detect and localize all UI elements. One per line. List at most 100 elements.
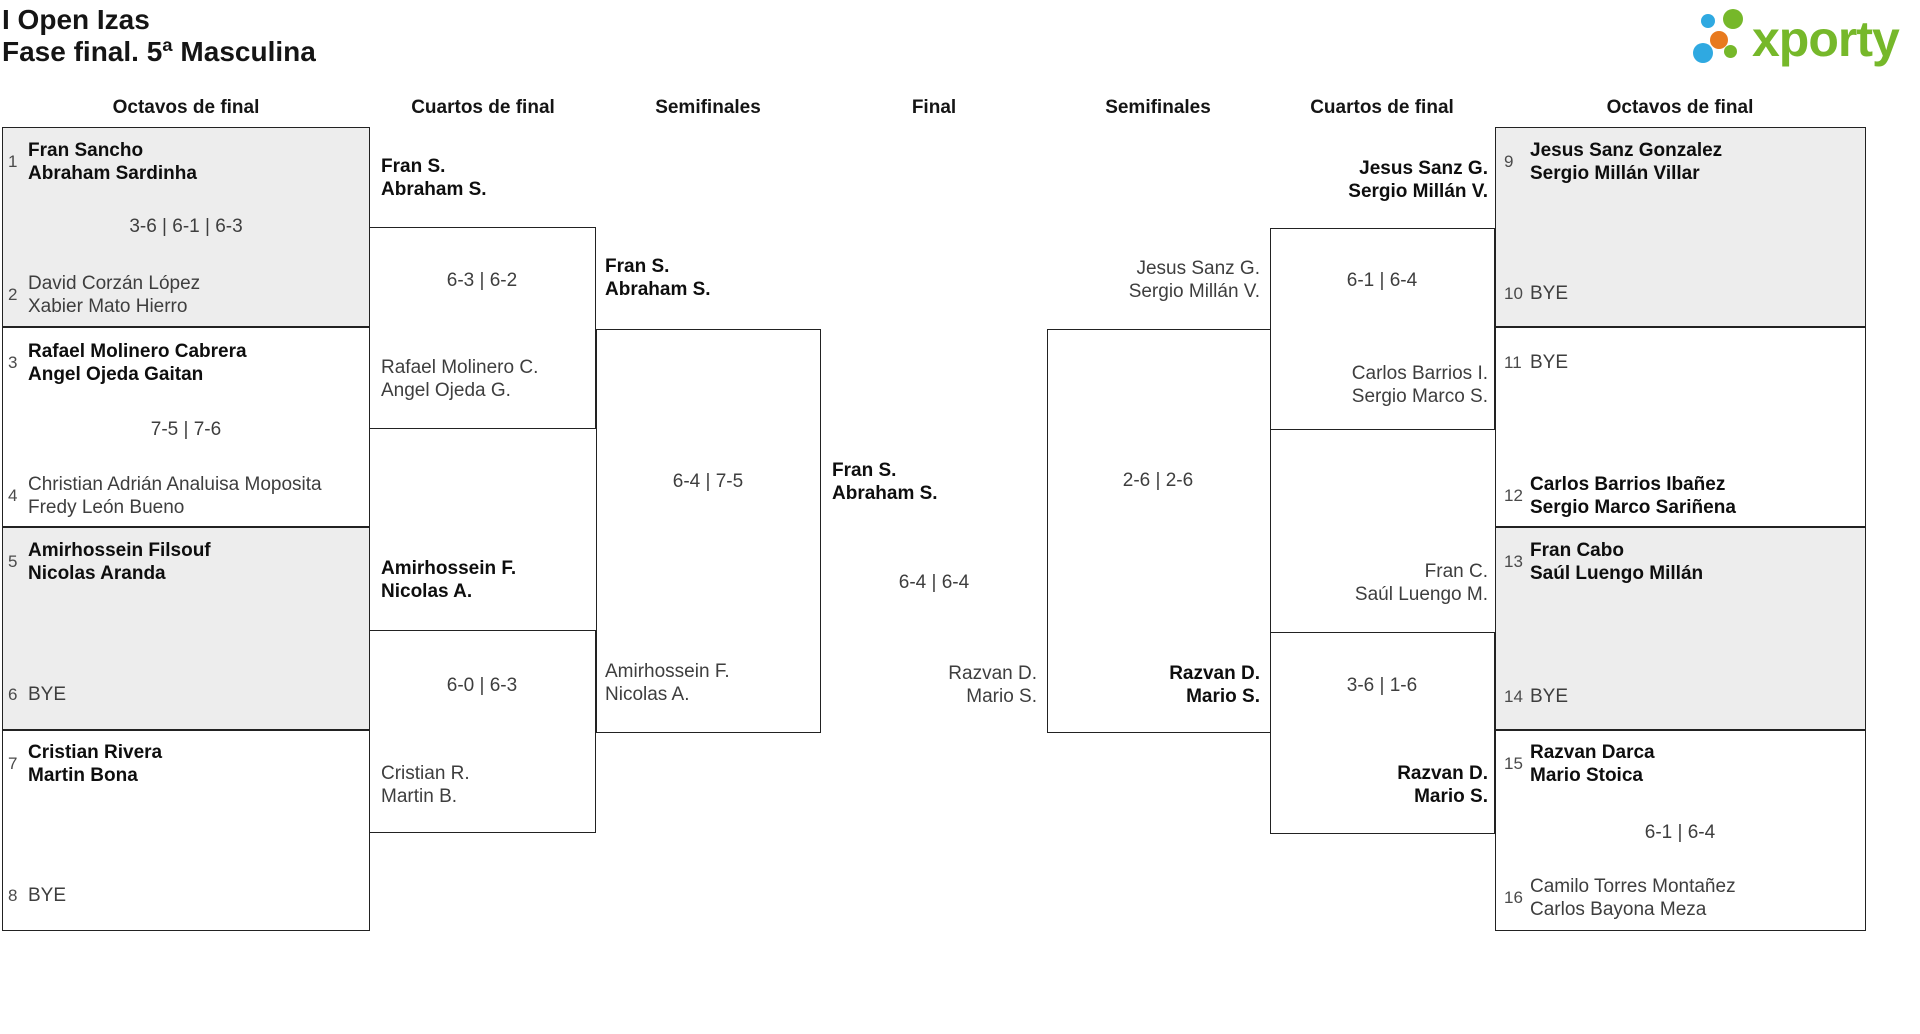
player-name: Saúl Luengo Millán (1530, 563, 1704, 584)
seed-number: 3 (8, 353, 18, 372)
player-name: Angel Ojeda Gaitan (28, 364, 204, 385)
column-header-octavos-right: Octavos de final (1606, 97, 1754, 118)
player-name: Fran Sancho (28, 140, 144, 161)
player-name: Mario S. (1186, 686, 1260, 707)
player-name: David Corzán López (28, 273, 201, 294)
player-name: Jesus Sanz G. (1136, 258, 1260, 279)
column-header-semis-right: Semifinales (1105, 97, 1211, 118)
player-name: Mario S. (966, 686, 1037, 707)
tournament-name: I Open Izas (2, 4, 150, 35)
team-pair-semifinal-left-loser: Amirhossein F. Nicolas A. (605, 660, 730, 706)
team-slot-seed-9: 9 Jesus Sanz Gonzalez Sergio Millán Vill… (1504, 139, 1722, 185)
seed-number: 13 (1504, 552, 1523, 571)
player-name: Saúl Luengo M. (1354, 584, 1488, 605)
seed-number: 4 (8, 486, 18, 505)
match-box-cuartos-left-2 (369, 630, 596, 833)
seed-number: 10 (1504, 284, 1523, 303)
seed-number: 6 (8, 685, 18, 704)
player-name: Jesus Sanz Gonzalez (1530, 140, 1723, 161)
player-name: Nicolas A. (381, 581, 473, 602)
team-pair-cuartos-left-2-loser: Cristian R. Martin B. (381, 762, 470, 808)
logo-dot-icon (1724, 45, 1737, 58)
player-name: Mario S. (1414, 786, 1488, 807)
column-header-cuartos-left: Cuartos de final (411, 97, 555, 118)
team-slot-seed-11: 11 BYE (1504, 352, 1568, 374)
team-slot-seed-16: 16 Camilo Torres Montañez Carlos Bayona … (1504, 875, 1736, 921)
match-box-cuartos-left-1 (369, 227, 596, 429)
team-pair-cuartos-left-1-loser: Rafael Molinero C. Angel Ojeda G. (381, 356, 538, 402)
match-score: 3-6 | 1-6 (1346, 675, 1418, 696)
bye-label: BYE (28, 684, 67, 705)
player-name: Christian Adrián Analuisa Moposita (28, 474, 322, 495)
player-name: Cristian R. (381, 763, 470, 784)
team-slot-seed-2: 2 David Corzán López Xabier Mato Hierro (8, 272, 200, 318)
player-name: Rafael Molinero Cabrera (28, 341, 247, 362)
column-header-semis-left: Semifinales (655, 97, 761, 118)
seed-number: 9 (1504, 152, 1514, 171)
seed-number: 7 (8, 754, 18, 773)
seed-number: 1 (8, 152, 18, 171)
player-name: Martin Bona (28, 765, 138, 786)
logo-dot-icon (1693, 43, 1713, 63)
team-slot-seed-12: 12 Carlos Barrios Ibañez Sergio Marco Sa… (1504, 473, 1736, 519)
team-pair-semifinal-left-winner: Fran S. Abraham S. (605, 255, 711, 301)
seed-number: 12 (1504, 486, 1523, 505)
match-box-octavos-right-4 (1495, 730, 1866, 931)
team-slot-seed-5: 5 Amirhossein Filsouf Nicolas Aranda (8, 539, 211, 585)
player-name: Abraham S. (605, 279, 711, 300)
player-name: Martin B. (381, 786, 458, 807)
phase-name: Fase final. 5ª Masculina (2, 36, 316, 67)
player-name: Nicolas Aranda (28, 563, 166, 584)
team-pair-semifinal-right-loser: Jesus Sanz G. Sergio Millán V. (1129, 257, 1260, 303)
bye-label: BYE (1530, 686, 1569, 707)
player-name: Fran S. (381, 156, 446, 177)
match-score: 2-6 | 2-6 (1122, 470, 1194, 491)
seed-number: 15 (1504, 754, 1523, 773)
player-name: Amirhossein F. (381, 558, 517, 579)
player-name: Cristian Rivera (28, 742, 163, 763)
seed-number: 2 (8, 285, 18, 304)
brand-logo[interactable]: xporty (1690, 6, 1915, 68)
player-name: Sergio Millán V. (1348, 181, 1488, 202)
team-slot-seed-10: 10 BYE (1504, 283, 1568, 305)
team-slot-seed-3: 3 Rafael Molinero Cabrera Angel Ojeda Ga… (8, 340, 247, 386)
player-name: Rafael Molinero C. (381, 357, 539, 378)
bye-label: BYE (1530, 283, 1569, 304)
match-score: 6-1 | 6-4 (1644, 822, 1716, 843)
team-pair-final-loser: Razvan D. Mario S. (948, 662, 1037, 708)
team-pair-cuartos-left-1-winner: Fran S. Abraham S. (381, 155, 487, 201)
logo-dot-icon (1723, 9, 1743, 29)
match-box-octavos-right-2 (1495, 327, 1866, 527)
match-box-semifinal-left (596, 329, 821, 733)
player-name: Razvan D. (948, 663, 1037, 684)
match-score: 7-5 | 7-6 (150, 419, 222, 440)
team-slot-seed-14: 14 BYE (1504, 686, 1568, 708)
bye-label: BYE (1530, 352, 1569, 373)
player-name: Sergio Marco Sariñena (1530, 497, 1736, 518)
team-pair-cuartos-right-1-loser: Carlos Barrios I. Sergio Marco S. (1352, 362, 1488, 408)
column-header-octavos-left: Octavos de final (112, 97, 260, 118)
team-pair-cuartos-left-2-winner: Amirhossein F. Nicolas A. (381, 557, 516, 603)
player-name: Abraham Sardinha (28, 163, 197, 184)
match-score: 6-4 | 6-4 (898, 572, 970, 593)
seed-number: 5 (8, 552, 18, 571)
team-slot-seed-1: 1 Fran Sancho Abraham Sardinha (8, 139, 197, 185)
match-box-octavos-left-3 (2, 527, 370, 730)
match-box-cuartos-right-1 (1270, 228, 1495, 430)
player-name: Razvan D. (1169, 663, 1260, 684)
match-box-octavos-right-3 (1495, 527, 1866, 730)
player-name: Xabier Mato Hierro (28, 296, 188, 317)
match-score: 6-0 | 6-3 (446, 675, 518, 696)
match-box-semifinal-right (1047, 329, 1271, 733)
player-name: Fran S. (832, 460, 897, 481)
team-pair-semifinal-right-winner: Razvan D. Mario S. (1169, 662, 1260, 708)
team-slot-seed-15: 15 Razvan Darca Mario Stoica (1504, 741, 1655, 787)
player-name: Mario Stoica (1530, 765, 1643, 786)
match-box-cuartos-right-2 (1270, 632, 1495, 834)
player-name: Carlos Bayona Meza (1530, 899, 1707, 920)
team-pair-cuartos-right-2-loser: Fran C. Saúl Luengo M. (1355, 560, 1488, 606)
player-name: Nicolas A. (605, 684, 690, 705)
logo-dot-icon (1710, 31, 1728, 49)
player-name: Sergio Marco S. (1351, 386, 1488, 407)
